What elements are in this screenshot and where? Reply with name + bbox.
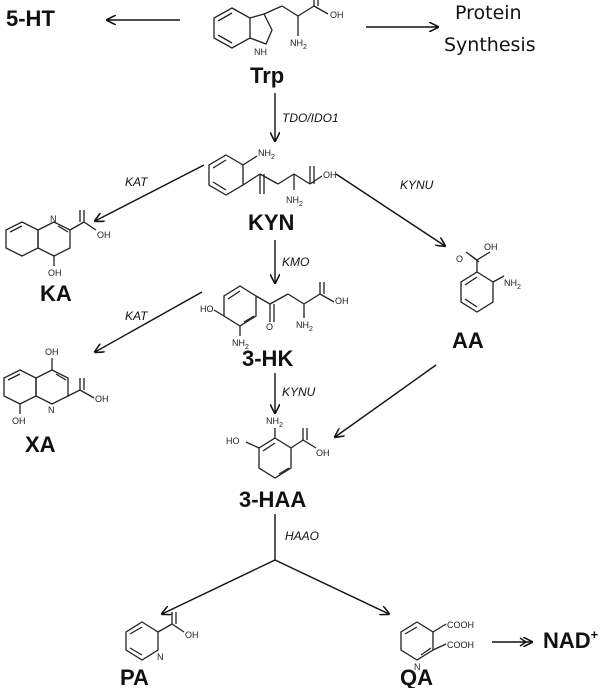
3haa-ho-label: HO [226,436,240,446]
trp-oh-label: OH [330,10,344,20]
kyn-oh-label: OH [323,170,337,180]
3haa-oh-label: OH [316,448,330,458]
xa-structure: OH N OH OH [3,347,109,426]
aa-o-label: O [456,254,463,264]
trp-label: Trp [250,63,284,88]
xa-oh2-label: OH [12,416,26,426]
protein-label: Protein [455,2,522,24]
3haa-nh2-label: NH2 [266,416,283,429]
qa-n-label: N [414,662,421,672]
3hk-structure: HO NH2 O OH NH2 [200,282,349,351]
ka-n-label: N [50,214,57,224]
aa-nh2-label: NH2 [504,278,521,291]
kyn-label: KYN [248,210,294,235]
3haa-structure: HO NH2 OH [226,416,330,479]
3hk-nh2-label: NH2 [232,338,249,351]
pa-label: PA [120,665,149,688]
arrow-to-pa [162,559,276,614]
arrow-kyn-to-aa [335,173,445,246]
xa-oh3-label: OH [95,394,109,404]
pa-oh-label: OH [185,630,199,640]
3hk-o-label: O [266,322,273,332]
nad-label: NAD+ [543,627,599,653]
xa-oh-label: OH [45,347,59,357]
ka-oh-label: OH [97,230,111,240]
enzyme-kat-2: KAT [125,309,149,323]
ka-oh2-label: OH [48,268,62,278]
qa-cooh-label: COOH [447,620,474,630]
3haa-label: 3-HAA [239,487,306,512]
qa-cooh2-label: COOH [447,640,474,650]
enzyme-haao: HAAO [285,529,319,543]
arrow-qa-to-nad-chevron [519,637,528,647]
arrow-3hk-to-xa [95,291,203,352]
aa-label: AA [452,328,484,353]
kyn-nh2-label: NH2 [258,148,275,161]
arrow-aa-to-3haa [335,364,437,437]
arrow-to-qa [274,559,389,614]
ka-structure: N OH OH [5,210,111,278]
arrow-kyn-to-ka [95,164,205,221]
trp-nh2-label: NH2 [290,38,307,51]
xa-n-label: N [48,405,55,415]
kyn-structure: NH2 OH NH2 [208,148,337,208]
enzyme-kynu-2: KYNU [282,385,316,399]
enzyme-kynu-1: KYNU [400,178,434,192]
pa-n-label: N [157,652,164,662]
xa-label: XA [25,432,56,457]
3hk-label: 3-HK [242,346,293,371]
5ht-label: 5-HT [6,6,55,31]
trp-structure: OH NH2 NH [213,0,344,57]
qa-label: QA [400,665,433,688]
ka-label: KA [40,281,72,306]
kyn-nh2b-label: NH2 [286,195,303,208]
trp-nh-label: NH [254,47,267,57]
enzyme-tdo-ido1: TDO/IDO1 [282,111,339,125]
enzyme-kmo: KMO [282,255,309,269]
aa-oh-label: OH [484,242,498,252]
aa-structure: O OH NH2 [456,242,521,313]
pa-structure: N OH [125,612,199,662]
enzyme-kat-1: KAT [125,175,149,189]
synthesis-label: Synthesis [444,34,536,56]
qa-structure: COOH COOH N [400,620,474,672]
3hk-ho-label: HO [200,304,214,314]
3hk-oh-label: OH [335,296,349,306]
3hk-nh2b-label: NH2 [296,320,313,333]
